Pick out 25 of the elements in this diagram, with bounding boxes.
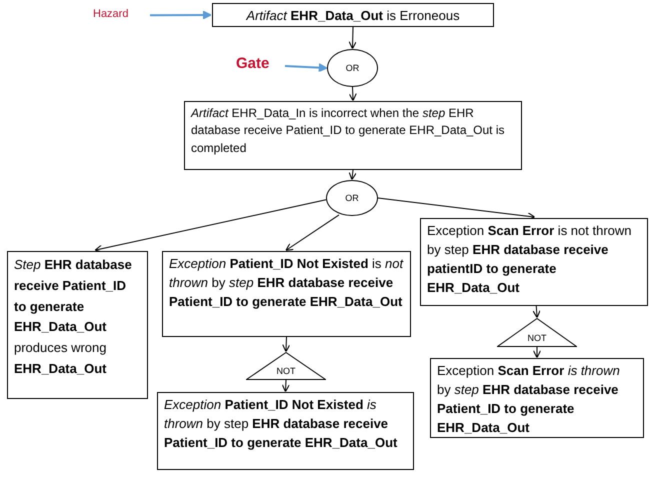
annotation-label: Gate: [236, 55, 281, 75]
arrow: [348, 26, 357, 50]
arrow: [285, 214, 340, 251]
annotation-label: Hazard: [93, 8, 138, 24]
process-box: Exception Patient_ID Not Existed is thrown by step EHR database receive Patient_ID to generate EHR_Data_Out: [157, 392, 414, 470]
arrow: [94, 199, 326, 253]
process-box: Exception Scan Error is thrown by step EHR database receive Patient_ID to generate EHR_Data_Out: [430, 358, 644, 438]
arrow: [282, 380, 290, 392]
arrow: [532, 306, 541, 318]
arrow: [150, 10, 212, 20]
arrow: [532, 346, 542, 358]
arrow: [284, 63, 328, 72]
process-box: Artifact EHR_Data_In is incorrect when the step EHR database receive Patient_ID to generate EHR_Data_Out is completed: [184, 101, 522, 170]
arrow: [348, 86, 357, 102]
arrow: [348, 170, 357, 180]
or-gate-circle: OR: [327, 49, 378, 87]
arrow: [282, 336, 290, 352]
process-box: Exception Scan Error is not thrown by step EHR database receive patientID to generate EHR_Data_Out: [420, 218, 648, 306]
arrow: [378, 198, 536, 220]
not-gate-triangle: NOT: [246, 352, 326, 380]
or-gate-circle: OR: [326, 180, 378, 216]
not-gate-triangle: NOT: [497, 318, 577, 347]
process-box: Exception Patient_ID Not Existed is not thrown by step EHR database receive Patient_ID to generate EHR_Data_Out: [162, 251, 411, 337]
process-box: Step EHR database receive Patient_ID to generate EHR_Data_Out produces wrong EHR_Data_Out: [7, 251, 148, 399]
process-box: Artifact EHR_Data_Out is Erroneous: [212, 3, 494, 27]
